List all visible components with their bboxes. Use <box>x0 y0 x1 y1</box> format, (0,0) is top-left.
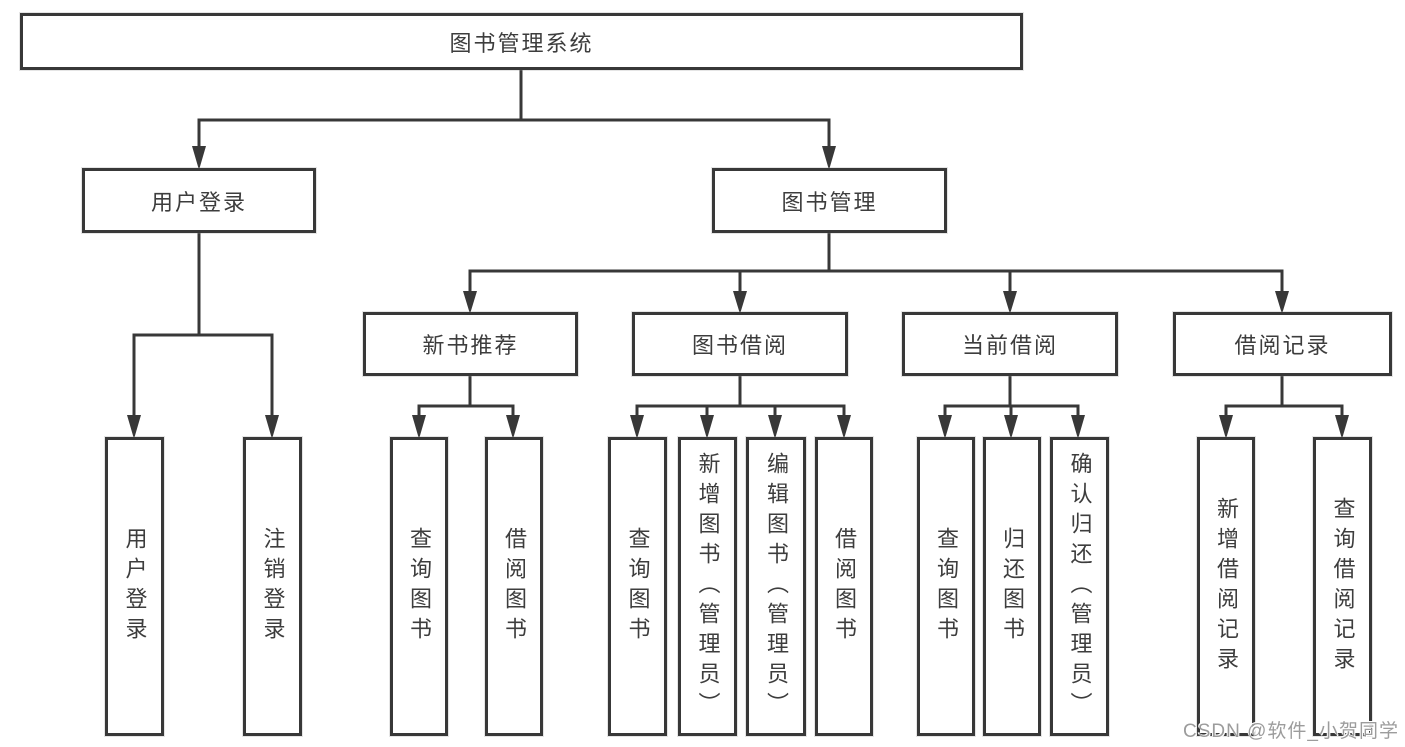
leaf-query-books-recommend: 查询图书 <box>390 437 448 736</box>
node-label: 当前借阅 <box>961 333 1058 358</box>
node-borrowing-records: 借阅记录 <box>1173 312 1392 376</box>
node-label: 用户登录 <box>122 526 148 647</box>
node-label: 注销登录 <box>260 526 286 647</box>
node-label: 图书借阅 <box>691 333 788 358</box>
node-label: 查询图书 <box>934 526 959 647</box>
node-new-book-recommendation: 新书推荐 <box>363 312 578 376</box>
node-user-login: 用户登录 <box>82 168 316 233</box>
arrowheads <box>127 146 1349 439</box>
leaf-confirm-return-admin: 确认归还（管理员） <box>1050 437 1109 736</box>
node-label: 新书推荐 <box>422 333 519 358</box>
leaf-query-books-borrowing: 查询图书 <box>608 437 667 736</box>
node-label: 归还图书 <box>1000 526 1025 647</box>
node-label: 查询借阅记录 <box>1330 496 1356 677</box>
node-current-borrowing: 当前借阅 <box>902 312 1118 376</box>
leaf-query-books-current: 查询图书 <box>917 437 975 736</box>
node-label: 借阅记录 <box>1234 333 1331 358</box>
leaf-return-books: 归还图书 <box>983 437 1041 736</box>
node-label: 借阅图书 <box>502 526 527 647</box>
leaf-borrow-books-borrowing: 借阅图书 <box>815 437 873 736</box>
leaf-borrow-books-recommend: 借阅图书 <box>485 437 543 736</box>
leaf-logout: 注销登录 <box>243 437 302 736</box>
node-label: 查询图书 <box>407 526 432 647</box>
leaf-user-login: 用户登录 <box>105 437 164 736</box>
node-label: 图书管理 <box>781 189 878 215</box>
node-label: 确认归还（管理员） <box>1067 451 1093 722</box>
node-label: 编辑图书（管理员） <box>764 451 789 722</box>
csdn-watermark: CSDN @软件_小贺同学 <box>1183 721 1399 742</box>
node-label: 图书管理系统 <box>449 30 594 56</box>
leaf-query-borrow-record: 查询借阅记录 <box>1313 437 1372 736</box>
node-library-management-system: 图书管理系统 <box>20 13 1023 70</box>
node-label: 用户登录 <box>150 189 247 215</box>
leaf-edit-books-admin: 编辑图书（管理员） <box>746 437 806 736</box>
node-label: 查询图书 <box>625 526 651 647</box>
leaf-add-books-admin: 新增图书（管理员） <box>678 437 737 736</box>
node-label: 借阅图书 <box>832 526 857 647</box>
leaf-add-borrow-record: 新增借阅记录 <box>1197 437 1255 736</box>
node-label: 新增图书（管理员） <box>695 451 721 722</box>
node-book-management: 图书管理 <box>712 168 947 233</box>
node-book-borrowing: 图书借阅 <box>632 312 848 376</box>
node-label: 新增借阅记录 <box>1214 496 1239 677</box>
